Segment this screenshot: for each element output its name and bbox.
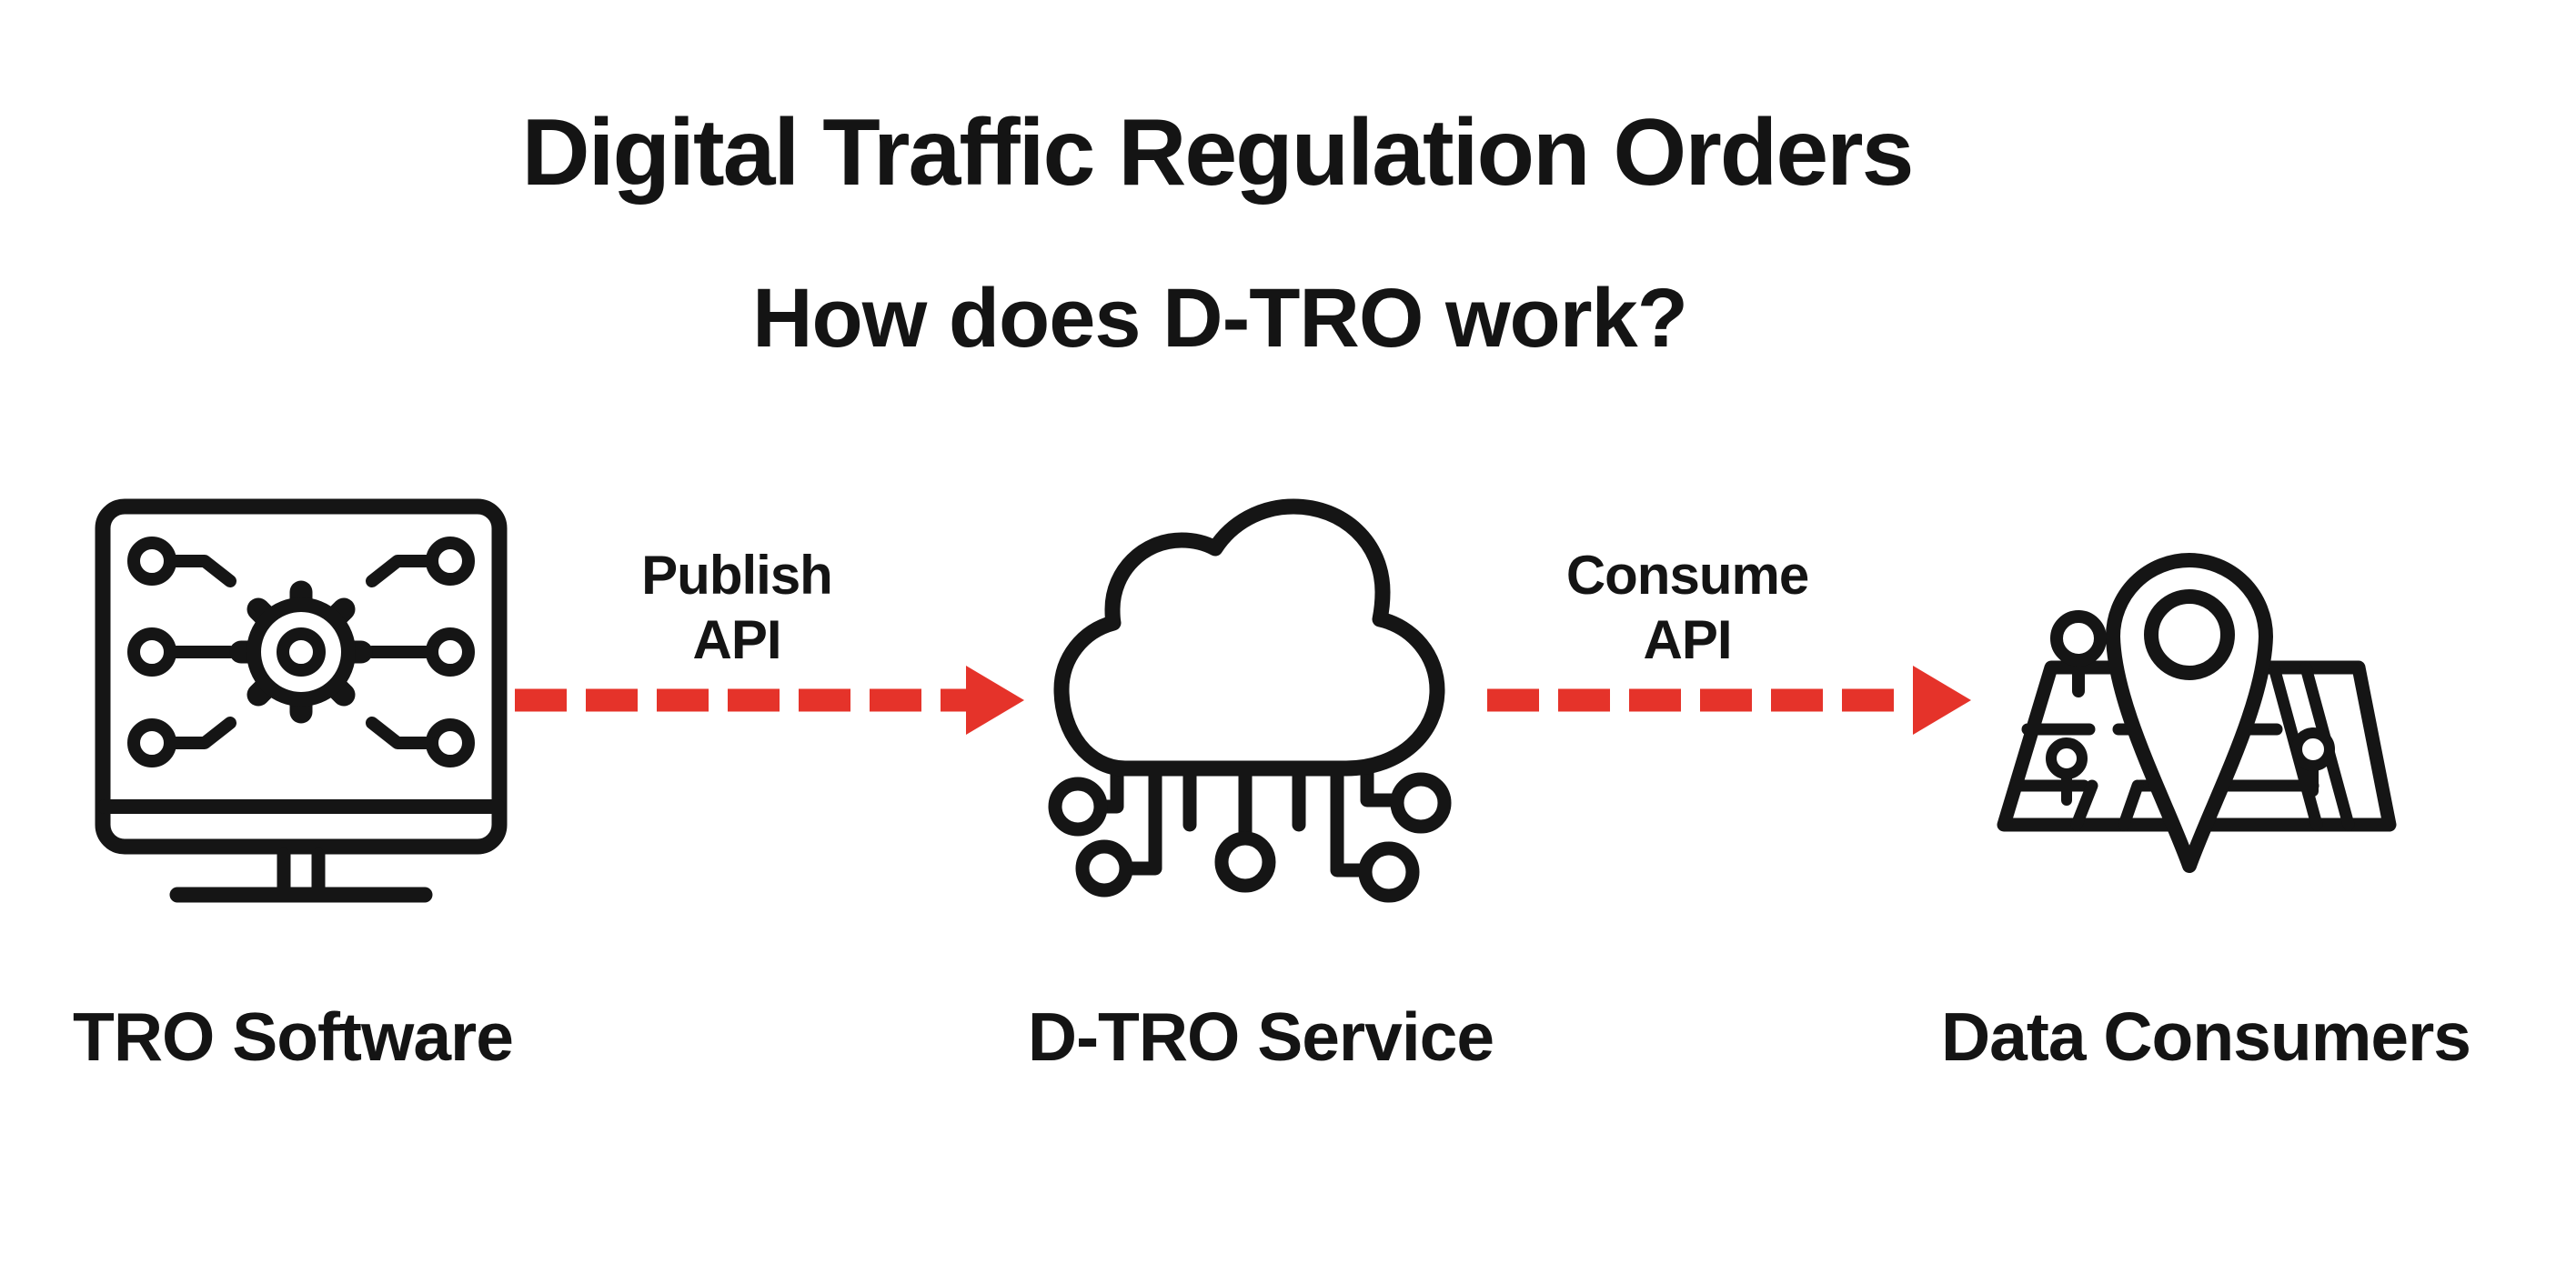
publish-api-label: Publish API	[641, 545, 833, 670]
consume-api-arrow	[1484, 655, 2066, 746]
label-dtro-service: D-TRO Service	[1027, 998, 1494, 1075]
label-data-consumers: Data Consumers	[1940, 998, 2471, 1075]
node-dtro-service	[1043, 497, 1457, 903]
gear-icon	[229, 580, 373, 724]
cloud-circuit-icon	[1048, 498, 1452, 903]
cloud-icon	[1053, 498, 1445, 777]
dashed-arrow-right-icon	[1487, 666, 1971, 735]
page-title: Digital Traffic Regulation Orders	[521, 100, 1915, 206]
monitor-stand	[277, 848, 326, 896]
node-tro-software	[94, 497, 508, 903]
circuit-nodes	[127, 537, 475, 767]
location-pin-icon	[2106, 553, 2273, 873]
dashed-arrow-right-icon	[515, 666, 1024, 735]
arrow-head	[1913, 666, 1971, 735]
label-tro-software: TRO Software	[73, 998, 514, 1075]
map-pins-icon	[1997, 553, 2397, 873]
publish-api-arrow	[511, 655, 1093, 746]
consume-api-label: Consume API	[1565, 545, 1809, 670]
monitor-frame	[95, 498, 508, 855]
node-data-consumers	[1997, 553, 2397, 875]
page-subtitle: How does D-TRO work?	[752, 272, 1688, 365]
monitor-gear-icon	[95, 498, 508, 903]
small-location-pins	[2046, 610, 2335, 806]
arrow-head	[966, 666, 1024, 735]
cloud-circuit-drops	[1048, 759, 1452, 903]
